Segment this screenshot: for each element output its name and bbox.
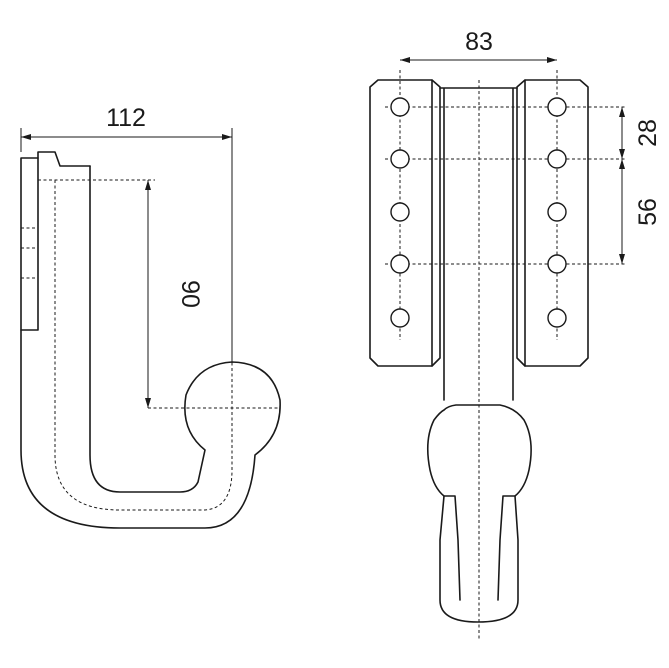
right-mounting-plate <box>516 79 589 367</box>
tow-ball-front <box>426 404 532 623</box>
hook-side-view: 112 90 <box>20 104 281 529</box>
dimension-28: 28 <box>619 107 662 159</box>
hook-front-view: 83 28 56 <box>369 28 662 640</box>
mounting-hole <box>547 202 567 222</box>
hook-body-outline <box>20 165 281 529</box>
mounting-hole <box>390 308 410 328</box>
mounting-hole <box>547 308 567 328</box>
hook-centerline <box>54 180 233 511</box>
dimension-56: 56 <box>619 159 662 264</box>
mounting-hole <box>547 97 567 117</box>
hook-shaft-front <box>439 87 518 401</box>
mounting-hole <box>390 149 410 169</box>
dimension-112: 112 <box>20 104 233 362</box>
dimension-label-28: 28 <box>634 119 662 147</box>
mounting-plate-side <box>20 157 39 331</box>
dimension-label-83: 83 <box>465 28 493 56</box>
mounting-hole <box>547 254 567 274</box>
mounting-hole <box>547 149 567 169</box>
dimension-label-90: 90 <box>176 280 204 308</box>
mounting-hole <box>390 202 410 222</box>
dimension-90: 90 <box>145 180 204 408</box>
dimension-label-56: 56 <box>634 198 662 226</box>
dimension-83: 83 <box>400 28 557 63</box>
mounting-hole <box>390 97 410 117</box>
dimension-label-112: 112 <box>106 104 146 132</box>
left-plate-holes <box>390 97 410 328</box>
right-plate-holes <box>547 97 567 328</box>
plate-lip <box>37 151 91 167</box>
mounting-hole <box>390 254 410 274</box>
